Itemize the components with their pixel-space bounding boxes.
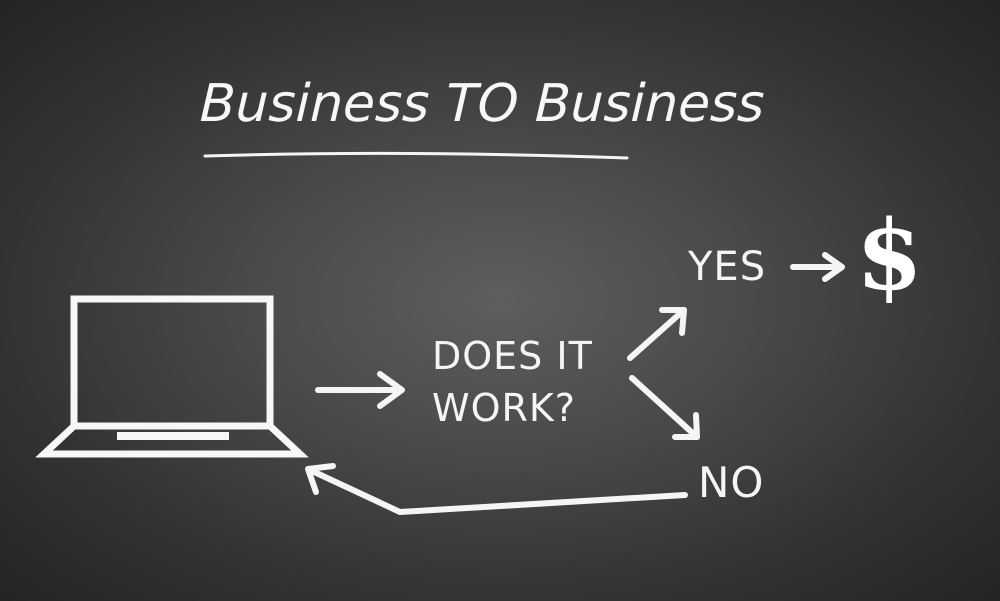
arrow-to-no: [629, 375, 700, 440]
arrow-to-dollar: [790, 252, 845, 282]
yes-label: YES: [688, 244, 767, 290]
page-title: Business TO Business: [198, 74, 766, 134]
question-line-1: DOES IT: [432, 334, 593, 378]
dollar-icon: $: [856, 199, 923, 312]
title-underline: [203, 151, 629, 160]
arrow-to-yes: [627, 307, 687, 361]
laptop-icon: [35, 295, 309, 458]
arrow-no-to-laptop: [305, 463, 688, 515]
question-line-2: WORK?: [432, 386, 576, 430]
arrow-to-question: [315, 371, 405, 409]
no-label: NO: [698, 458, 765, 507]
